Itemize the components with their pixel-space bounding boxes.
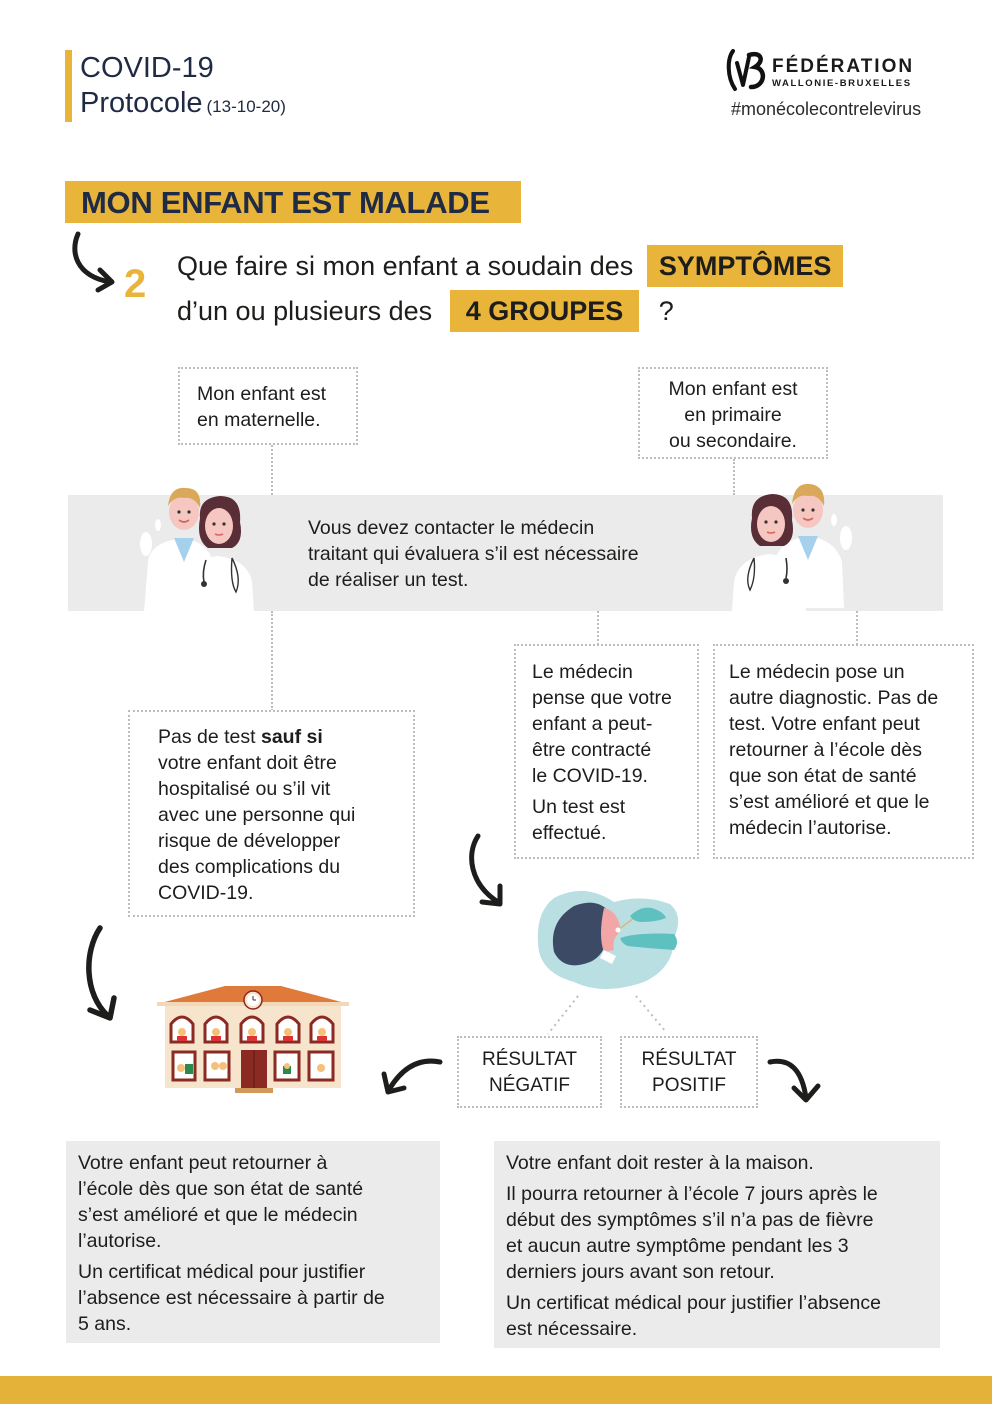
contact-doctor-line-2: traitant qui évaluera s’il est nécessair…: [308, 543, 639, 565]
outcome-positive-para-1: Votre enfant doit rester à la maison.: [506, 1150, 940, 1176]
other-diagnosis-line: médecin l’autorise.: [729, 817, 892, 839]
no-test-line: risque de développer: [158, 830, 341, 852]
no-test-line: hospitalisé ou s’il vit: [158, 778, 331, 800]
text-line: début des symptômes s’il n’a pas de fièv…: [506, 1209, 874, 1231]
suspected-line: être contracté: [532, 739, 652, 761]
other-diagnosis-line: test. Votre enfant peut: [729, 713, 920, 735]
doctors-illustration-left: [140, 487, 256, 642]
footer-accent-bar: [0, 1376, 992, 1404]
no-test-prefix: Pas de test: [158, 726, 261, 748]
text-line: l’autorise.: [78, 1230, 162, 1252]
box-maternelle: Mon enfant est en maternelle.: [178, 367, 358, 445]
contact-doctor-line-3: de réaliser un test.: [308, 569, 469, 591]
outcome-negative-para-2: Un certificat médical pour justifier l’a…: [78, 1259, 440, 1337]
no-test-line: des complications du: [158, 856, 341, 878]
no-test-first-line: Pas de test sauf si: [158, 724, 413, 750]
header-subtitle-text: Protocole: [80, 87, 203, 119]
logo-federation: FÉDÉRATION: [772, 56, 915, 77]
test-done-line: Un test est: [532, 796, 626, 818]
text-line: s’est amélioré et que le médecin: [78, 1204, 358, 1226]
box-no-test: Pas de test sauf si votre enfant doit êt…: [128, 710, 415, 917]
swab-test-illustration: [537, 890, 679, 989]
primaire-line-3: ou secondaire.: [669, 430, 797, 452]
text-line: l’école dès que son état de santé: [78, 1178, 364, 1200]
connector-line: [856, 611, 858, 645]
maternelle-line-2: en maternelle.: [197, 409, 321, 431]
outcome-positive-para-2: Il pourra retourner à l’école 7 jours ap…: [506, 1181, 940, 1285]
header-subtitle: Protocole(13-10-20): [80, 87, 286, 123]
doctors-illustration-right: [730, 483, 852, 640]
connector-line: [271, 611, 273, 711]
question-line-2: d’un ou plusieurs des 4 GROUPES ?: [177, 290, 674, 332]
result-negative-line-1: RÉSULTAT: [481, 1049, 577, 1070]
contact-doctor-text: Vous devez contacter le médecin traitant…: [308, 515, 639, 593]
primaire-line-2: en primaire: [684, 404, 782, 426]
result-negative-line-2: NÉGATIF: [489, 1075, 570, 1096]
header-date: (13-10-20): [206, 97, 286, 116]
text-line: l’absence est nécessaire à partir de: [78, 1287, 385, 1309]
curved-arrow-icon: [469, 833, 503, 907]
outcome-negative-para-1: Votre enfant peut retourner à l’école dè…: [78, 1150, 440, 1254]
box-primaire-secondaire: Mon enfant est en primaire ou secondaire…: [638, 367, 828, 459]
test-done-line: effectué.: [532, 822, 607, 844]
highlight-symptomes: SYMPTÔMES: [646, 245, 844, 287]
text-line: Un certificat médical pour justifier: [78, 1261, 366, 1283]
text-line: Votre enfant peut retourner à: [78, 1152, 328, 1174]
suspected-line: le COVID-19.: [532, 765, 648, 787]
other-diagnosis-line: que son état de santé: [729, 765, 917, 787]
connector-line: [597, 611, 599, 645]
header-title: COVID-19: [80, 52, 214, 84]
curved-arrow-icon: [381, 1058, 443, 1095]
other-diagnosis-line: s’est amélioré et que le: [729, 791, 930, 813]
other-diagnosis-line: autre diagnostic. Pas de: [729, 687, 939, 709]
contact-doctor-line-1: Vous devez contacter le médecin: [308, 517, 595, 539]
no-test-line: COVID-19.: [158, 882, 254, 904]
school-building-illustration: [157, 986, 349, 1093]
box-suspected-covid: Le médecin pense que votre enfant a peut…: [514, 644, 699, 859]
result-negative-box: RÉSULTAT NÉGATIF: [457, 1036, 602, 1108]
connector-line: [733, 459, 735, 495]
curved-arrow-icon: [86, 925, 117, 1021]
main-title: MON ENFANT EST MALADE: [65, 181, 521, 223]
suspected-line: Le médecin: [532, 661, 633, 683]
text-line: et aucun autre symptôme pendant les 3: [506, 1235, 849, 1257]
box-other-diagnosis: Le médecin pose un autre diagnostic. Pas…: [713, 644, 974, 859]
result-positive-line-1: RÉSULTAT: [641, 1049, 737, 1070]
maternelle-line-1: Mon enfant est: [197, 383, 326, 405]
header-accent-bar: [65, 50, 72, 122]
text-line: 5 ans.: [78, 1313, 132, 1335]
outcome-negative-box: Votre enfant peut retourner à l’école dè…: [66, 1141, 440, 1343]
other-diagnosis-line: Le médecin pose un: [729, 661, 905, 683]
connector-lines-diagonal: [547, 995, 667, 1035]
question-mark: ?: [658, 296, 674, 326]
result-positive-box: RÉSULTAT POSITIF: [620, 1036, 758, 1108]
text-line: est nécessaire.: [506, 1318, 638, 1340]
text-line: Un certificat médical pour justifier l’a…: [506, 1292, 881, 1314]
hashtag: #monécolecontrelevirus: [731, 99, 922, 119]
text-line: derniers jours avant son retour.: [506, 1261, 775, 1283]
curved-arrow-icon: [767, 1058, 821, 1103]
text-line: Votre enfant doit rester à la maison.: [506, 1152, 814, 1174]
question-text-2: d’un ou plusieurs des: [177, 296, 433, 326]
outcome-positive-para-3: Un certificat médical pour justifier l’a…: [506, 1290, 940, 1342]
outcome-positive-box: Votre enfant doit rester à la maison. Il…: [494, 1141, 940, 1348]
no-test-bold: sauf si: [260, 726, 323, 748]
no-test-line: avec une personne qui: [158, 804, 356, 826]
question-text-1: Que faire si mon enfant a soudain des: [177, 251, 634, 281]
result-positive-line-2: POSITIF: [652, 1075, 726, 1096]
curved-arrow-icon: [72, 231, 115, 293]
primaire-line-1: Mon enfant est: [668, 378, 798, 400]
other-diagnosis-line: retourner à l’école dès: [729, 739, 922, 761]
connector-line: [271, 445, 273, 495]
suspected-line: pense que votre: [532, 687, 672, 709]
fwb-logo-icon: [726, 49, 765, 91]
suspected-line: enfant a peut-: [532, 713, 653, 735]
no-test-line: votre enfant doit être: [158, 752, 337, 774]
text-line: Il pourra retourner à l’école 7 jours ap…: [506, 1183, 878, 1205]
highlight-4-groupes: 4 GROUPES: [449, 290, 640, 332]
logo-wallonie-bruxelles: WALLONIE-BRUXELLES: [772, 78, 912, 89]
question-line-1: Que faire si mon enfant a soudain des SY…: [177, 245, 844, 287]
step-number: 2: [124, 262, 147, 306]
